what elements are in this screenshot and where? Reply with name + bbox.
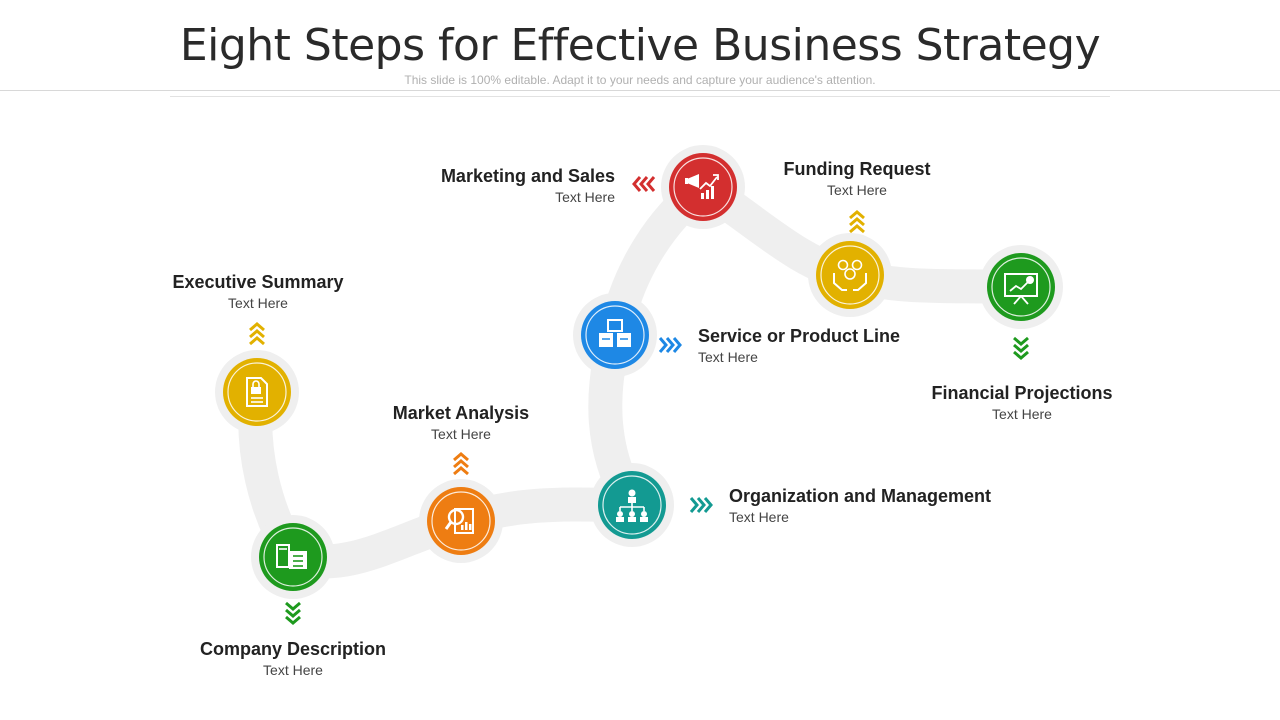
arrow-up-icon xyxy=(849,210,865,234)
arrow-down-icon xyxy=(1013,336,1029,360)
step-node-marketing-sales xyxy=(661,145,745,229)
product-boxes-icon xyxy=(599,319,631,347)
page-title: Eight Steps for Effective Business Strat… xyxy=(179,20,1101,71)
step-text: Text Here xyxy=(992,406,1052,422)
page-subtitle: This slide is 100% editable. Adapt it to… xyxy=(404,73,876,87)
step-node-funding-request xyxy=(808,233,892,317)
step-title: Funding Request xyxy=(783,159,931,179)
hands-coins-icon xyxy=(833,259,867,291)
building-document-icon xyxy=(276,544,307,569)
arrow-right-icon xyxy=(658,337,682,353)
step-node-service-product-line xyxy=(573,293,657,377)
step-node-company-description xyxy=(251,515,335,599)
step-title: Marketing and Sales xyxy=(440,166,615,186)
document-lock-icon xyxy=(246,377,268,407)
org-chart-icon xyxy=(616,489,648,522)
step-text: Text Here xyxy=(729,509,789,525)
megaphone-chart-icon xyxy=(685,174,719,199)
arrow-up-icon xyxy=(249,322,265,346)
step-title: Service or Product Line xyxy=(698,326,901,346)
step-text: Text Here xyxy=(431,426,491,442)
step-title: Company Description xyxy=(199,639,387,659)
step-title: Financial Projections xyxy=(931,383,1113,403)
presentation-chart-icon xyxy=(1004,273,1038,305)
step-text: Text Here xyxy=(228,295,288,311)
analysis-magnifier-icon xyxy=(444,508,474,534)
arrow-up-icon xyxy=(453,452,469,476)
step-title: Market Analysis xyxy=(392,403,530,423)
arrow-left-icon xyxy=(632,176,656,192)
step-text: Text Here xyxy=(263,662,323,678)
step-title: Organization and Management xyxy=(729,486,992,506)
step-node-organization-management xyxy=(590,463,674,547)
header-divider xyxy=(0,90,1280,91)
header-underline xyxy=(170,96,1110,97)
step-title: Executive Summary xyxy=(172,272,344,292)
arrow-down-icon xyxy=(285,601,301,625)
step-text: Text Here xyxy=(698,349,758,365)
arrow-right-icon xyxy=(689,497,713,513)
step-node-financial-projections xyxy=(979,245,1063,329)
step-text: Text Here xyxy=(827,182,887,198)
step-text: Text Here xyxy=(555,189,615,205)
step-node-market-analysis xyxy=(419,479,503,563)
step-node-executive-summary xyxy=(215,350,299,434)
